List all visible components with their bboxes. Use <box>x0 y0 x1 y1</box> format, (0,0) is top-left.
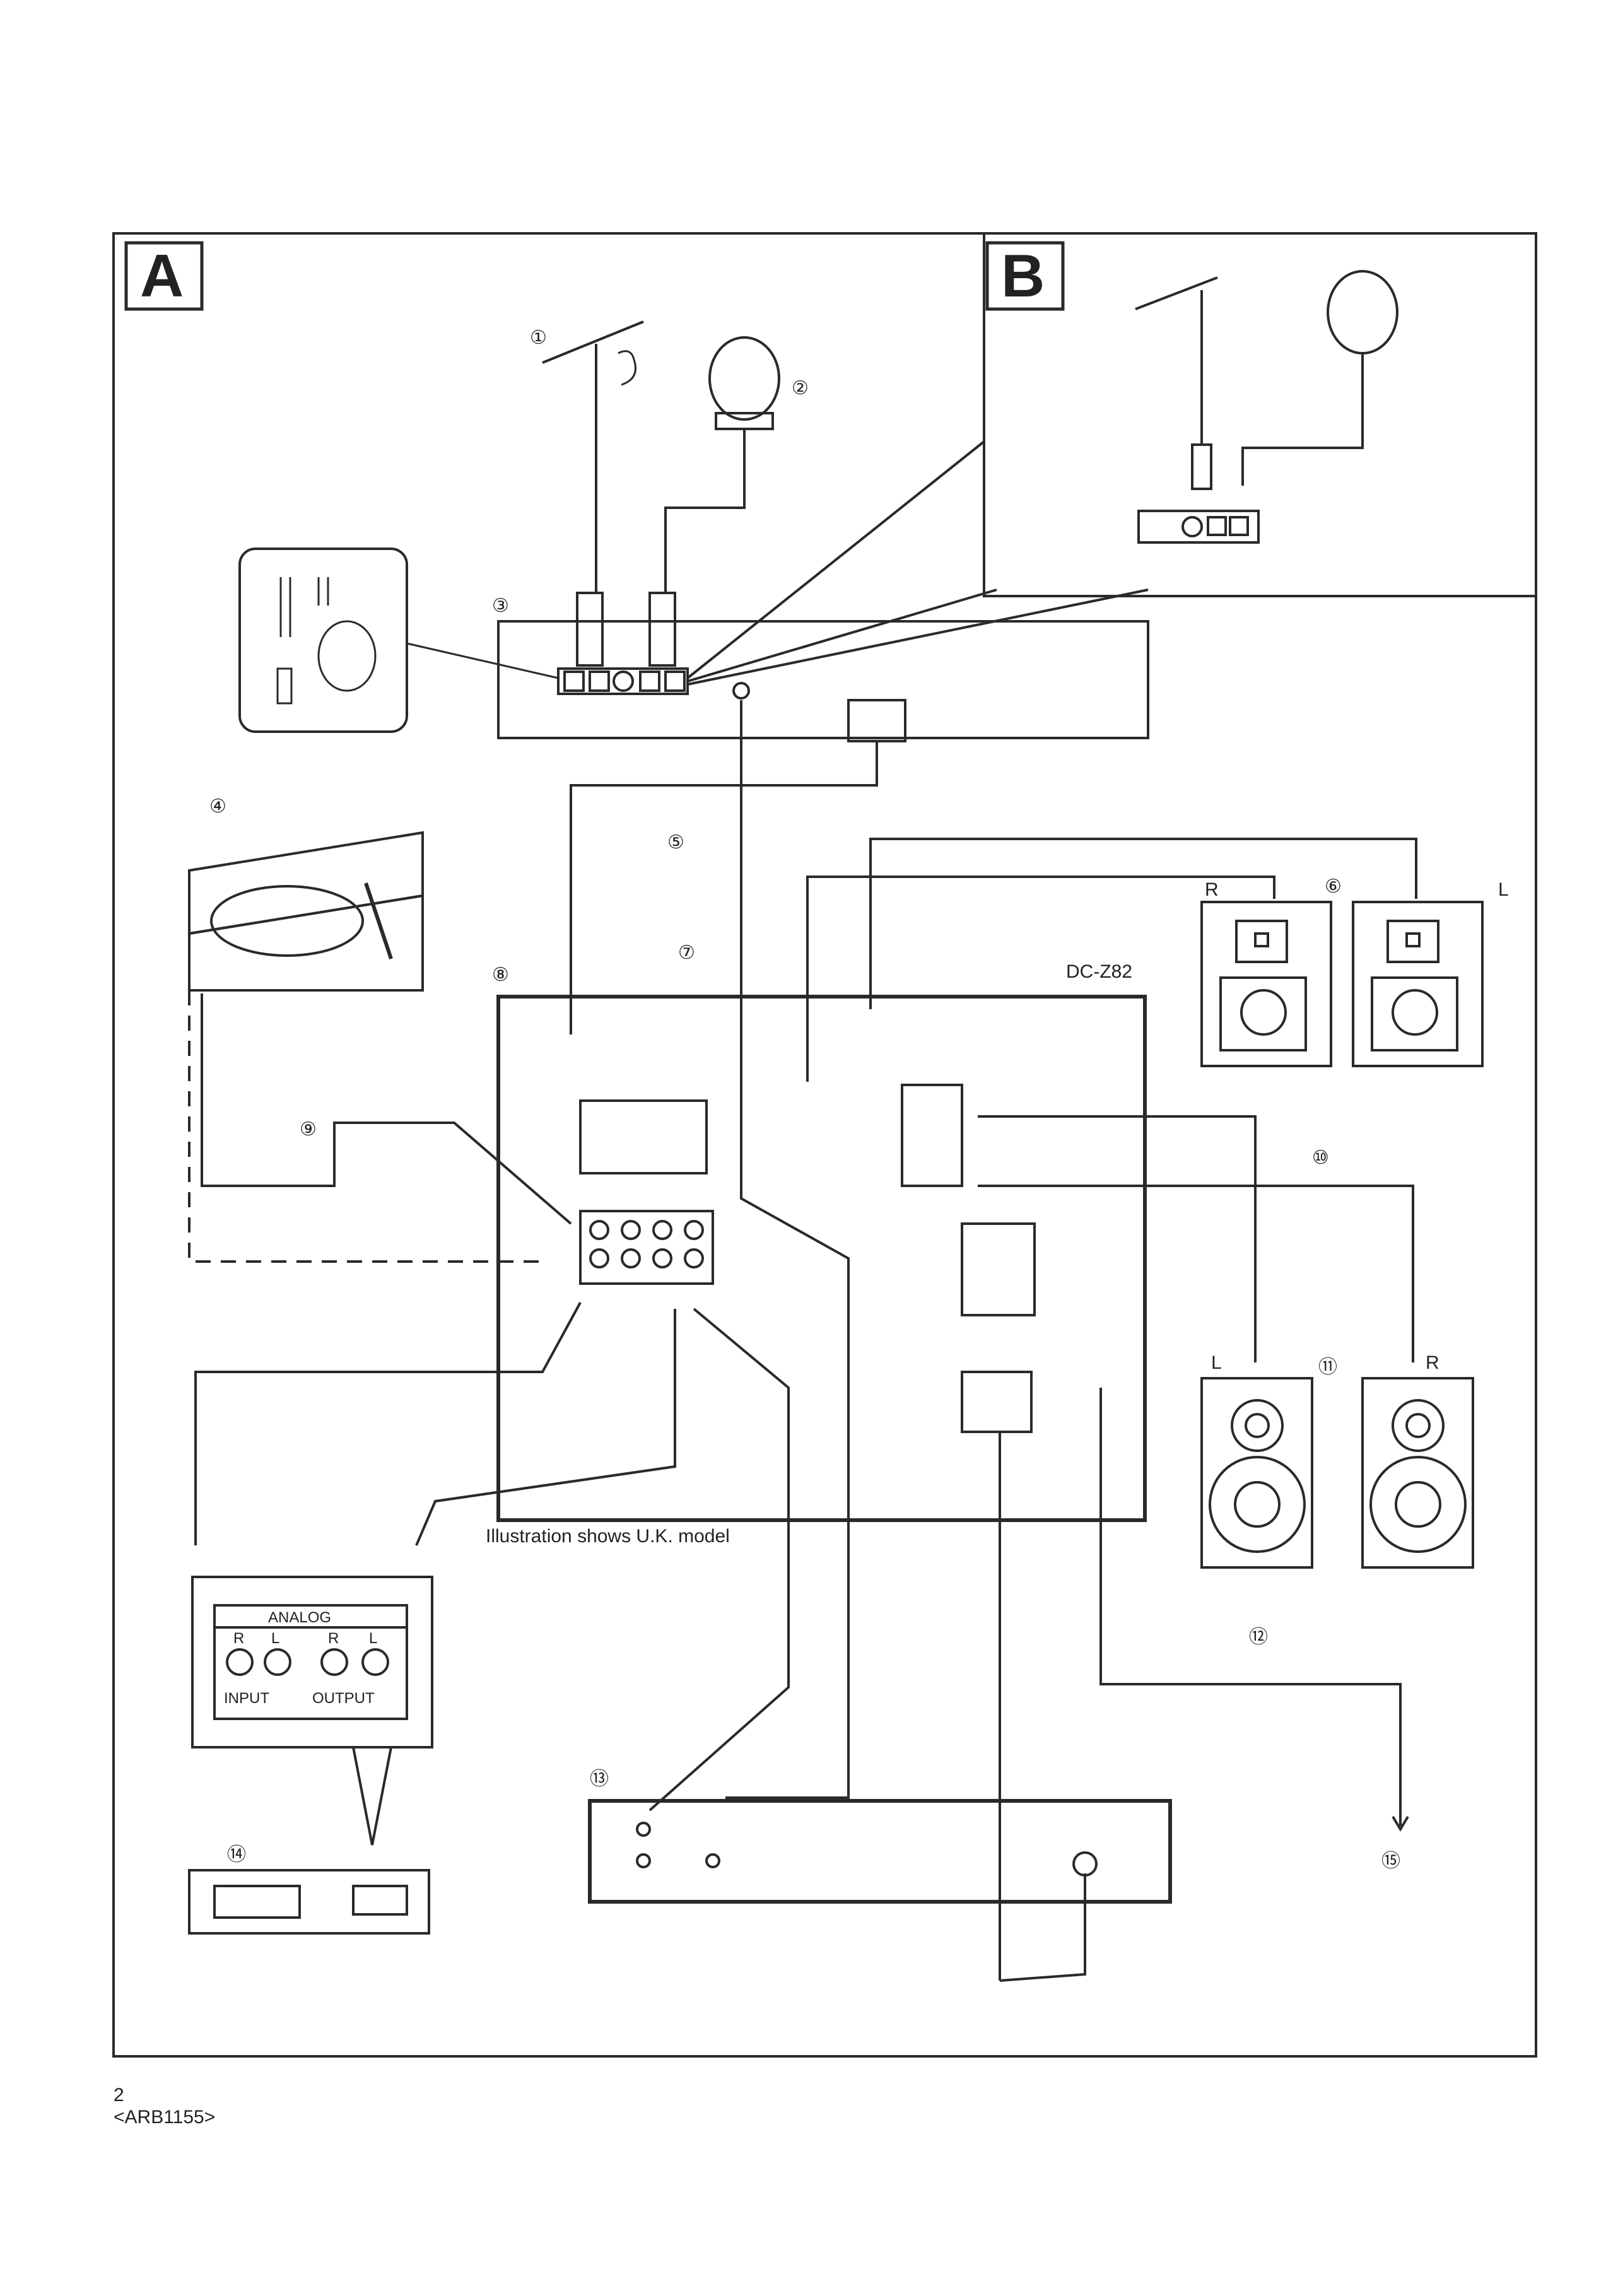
panel-a-box <box>124 241 204 311</box>
callout-5: ⑤ <box>667 832 684 853</box>
callout-3: ③ <box>492 595 509 616</box>
bottom-speaker-left <box>1200 1377 1313 1569</box>
bottom-speaker-wire-r <box>978 1185 1414 1362</box>
page-number: 2 <box>114 2085 124 2106</box>
analog-jack-l1-label: L <box>271 1630 279 1647</box>
panel-b-box <box>985 241 1065 311</box>
am-plug <box>648 592 676 667</box>
callout-6: ⑥ <box>1325 876 1342 897</box>
callout-13: ⑬ <box>590 1769 609 1789</box>
tuner-control-cable <box>725 700 850 1799</box>
bottom-speaker-wire-l <box>978 1115 1257 1362</box>
turntable <box>188 831 424 992</box>
analog-output-label: OUTPUT <box>312 1690 375 1707</box>
fm-plug <box>576 592 604 667</box>
analog-jack-panel <box>191 1576 433 1748</box>
antenna-detail-inset <box>238 548 408 733</box>
callout-2: ② <box>792 378 809 399</box>
cd-cable <box>648 1308 790 1812</box>
tuner-mini-jack <box>732 682 750 700</box>
analog-input-label: INPUT <box>224 1690 269 1707</box>
top-speaker-l-label: L <box>1498 879 1509 900</box>
deck-cable-input <box>194 1302 582 1545</box>
tuner-unit <box>497 620 1149 739</box>
top-speaker-left <box>1352 901 1484 1067</box>
am-loop-antenna <box>664 336 780 593</box>
bottom-speaker-l-label: L <box>1211 1352 1222 1373</box>
amp-power-outlet <box>961 1222 1036 1316</box>
panel-b-border <box>983 233 1536 597</box>
bottom-speaker-r-label: R <box>1426 1352 1439 1373</box>
top-speaker-wire-l <box>869 838 1417 1009</box>
illustration-caption: Illustration shows U.K. model <box>486 1526 730 1547</box>
fm-antenna <box>542 320 644 593</box>
amp-input-jacks <box>579 1210 714 1285</box>
outer-frame <box>112 232 1537 2058</box>
amp-speaker-terminals <box>901 1084 963 1187</box>
callout-7: ⑦ <box>678 942 695 963</box>
callout-8: ⑧ <box>492 964 509 985</box>
deck-cable-output <box>415 1309 676 1546</box>
panel-a-letter: A <box>140 242 184 310</box>
analog-jack-r1-label: R <box>233 1630 244 1647</box>
callout-10: ⑩ <box>1312 1147 1329 1168</box>
panel-b-letter: B <box>1001 242 1045 310</box>
callout-11: ⑪ <box>1318 1357 1337 1378</box>
analog-jack-r2-label: R <box>328 1630 339 1647</box>
tuner-system-connector <box>847 699 906 742</box>
callout-4: ④ <box>209 796 226 817</box>
model-label: DC-Z82 <box>1066 961 1132 982</box>
amplifier-unit <box>496 995 1147 1522</box>
panel-b-antennas <box>1135 270 1398 544</box>
analog-label: ANALOG <box>268 1609 331 1626</box>
callout-14: ⑭ <box>227 1844 246 1865</box>
cd-player-unit <box>588 1799 1172 1904</box>
callout-1: ① <box>530 327 547 348</box>
phono-cable <box>201 993 572 1225</box>
top-speaker-right <box>1200 901 1332 1067</box>
amp-rear-panel <box>579 1099 708 1174</box>
analog-jack-l2-label: L <box>369 1630 377 1647</box>
callout-9: ⑨ <box>300 1119 317 1140</box>
callout-15: ⑮ <box>1381 1851 1400 1871</box>
bottom-speaker-right <box>1361 1377 1474 1569</box>
power-cord <box>1099 1571 1402 1826</box>
top-speaker-wire-r <box>806 876 1275 1082</box>
system-cable <box>570 741 878 1034</box>
callout-12: ⑫ <box>1249 1627 1268 1648</box>
top-speaker-r-label: R <box>1205 879 1219 900</box>
cassette-deck <box>188 1869 430 1935</box>
document-code: <ARB1155> <box>114 2107 216 2128</box>
